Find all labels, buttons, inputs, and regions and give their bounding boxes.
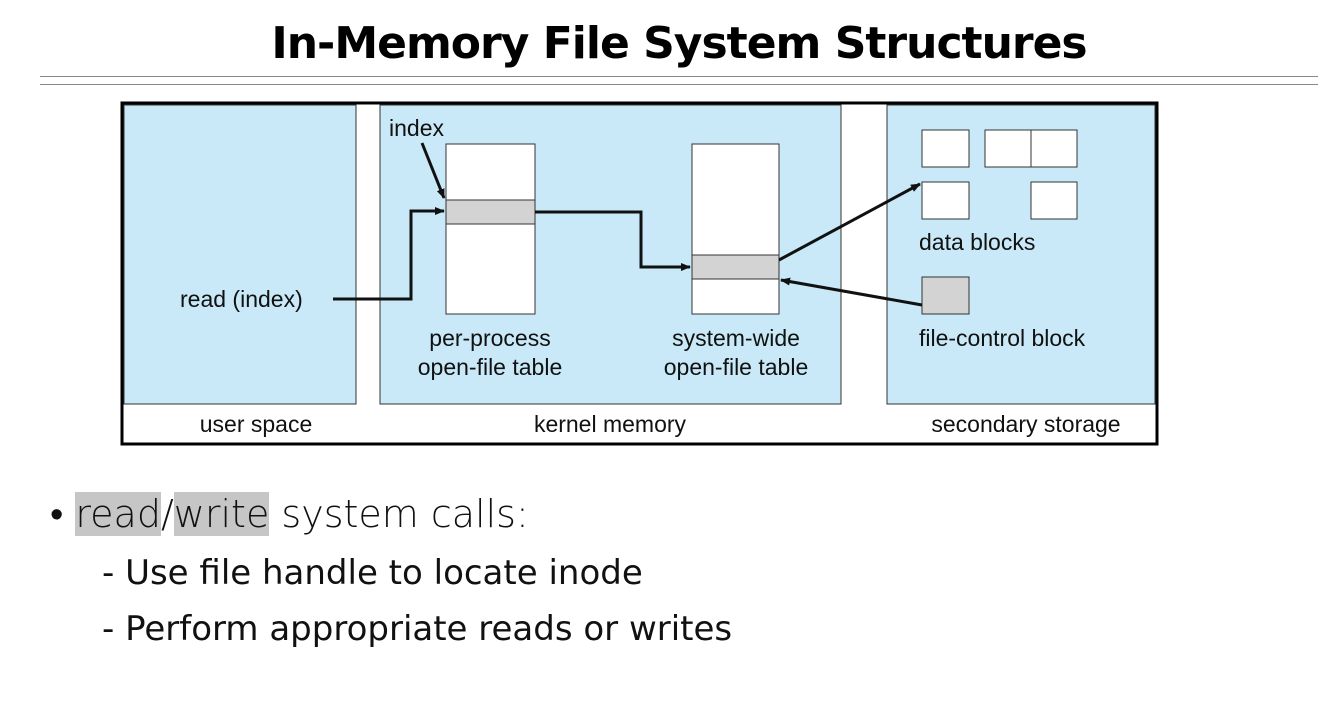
- system-wide-label: system-wide: [672, 325, 800, 351]
- user-space-panel: [123, 104, 357, 405]
- system-wide-label-2: open-file table: [664, 354, 809, 380]
- highlight-read: read: [75, 492, 161, 536]
- fcb-to-entry-arrow: [780, 277, 923, 307]
- per-process-label-2: open-file table: [418, 354, 563, 380]
- slide-title: In-Memory File System Structures: [271, 18, 1087, 69]
- entry-to-data-blocks-arrow: [778, 182, 921, 262]
- user-space-label: user space: [200, 411, 313, 437]
- bullet-main: • read/write system calls:: [50, 492, 732, 537]
- read-call-label: read (index): [180, 286, 303, 312]
- index-arrow: [420, 142, 446, 199]
- secondary-storage-label: secondary storage: [931, 411, 1120, 437]
- sub-bullet-text: Perform appropriate reads or writes: [125, 609, 733, 649]
- per-process-entry: [445, 199, 536, 225]
- data-blocks-label: data blocks: [919, 229, 1035, 255]
- system-wide-entry: [691, 254, 780, 280]
- sub-bullet: - Perform appropriate reads or writes: [102, 609, 733, 649]
- bullet-list: • read/write system calls: - Use file ha…: [50, 492, 732, 649]
- bullet-main-text: system calls:: [269, 492, 529, 536]
- data-blocks: [921, 129, 1078, 220]
- kernel-memory-label: kernel memory: [534, 411, 687, 437]
- title-rule-top: [40, 76, 1318, 77]
- read-arrow: [333, 207, 445, 301]
- per-process-label: per-process: [429, 325, 550, 351]
- per-process-to-system-arrow: [535, 210, 691, 271]
- sub-bullet: - Use file handle to locate inode: [102, 553, 643, 593]
- slash: /: [160, 492, 174, 536]
- system-wide-table: [691, 143, 780, 315]
- title-rule-bottom: [40, 84, 1318, 85]
- highlight-write: write: [173, 492, 270, 536]
- sub-bullet-text: Use file handle to locate inode: [125, 553, 643, 593]
- index-label: index: [389, 115, 444, 141]
- bullet-dot: •: [50, 492, 76, 536]
- fcb-label: file-control block: [919, 325, 1086, 351]
- file-control-block: [921, 276, 970, 315]
- per-process-table: [445, 143, 536, 315]
